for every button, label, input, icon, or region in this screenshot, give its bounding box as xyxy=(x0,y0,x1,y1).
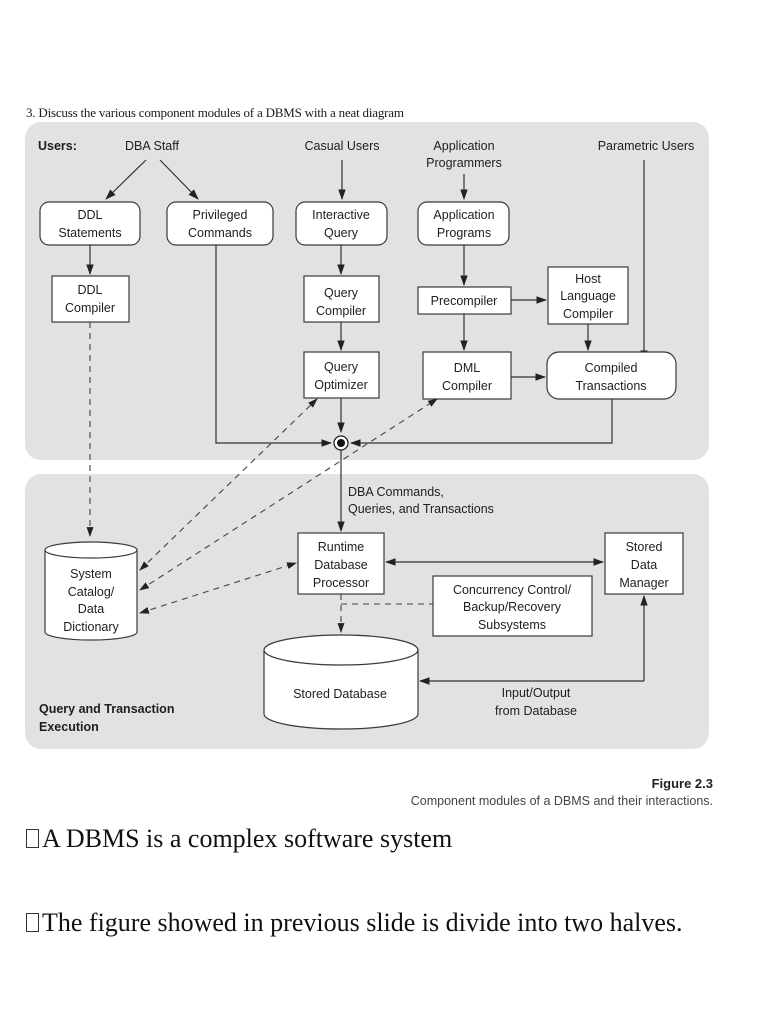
concurrency-control-text-3: Subsystems xyxy=(478,618,546,632)
ddl-compiler-text-2: Compiler xyxy=(65,301,115,315)
bullet-item-1: A DBMS is a complex software system xyxy=(26,821,726,857)
bullet-item-2: The figure showed in previous slide is d… xyxy=(26,905,726,941)
privileged-commands-text-1: Privileged xyxy=(193,208,248,222)
dml-compiler-node xyxy=(422,351,512,400)
interactive-query-text-1: Interactive xyxy=(312,208,370,222)
runtime-db-processor-node xyxy=(297,532,385,595)
runtime-db-processor-text-1: Runtime xyxy=(318,540,365,554)
stored-data-manager-node xyxy=(604,532,684,595)
bottom-section-label-2: Execution xyxy=(39,720,99,734)
bottom-section-label-1: Query and Transaction xyxy=(39,702,174,716)
ddl-compiler-text-1: DDL xyxy=(77,283,102,297)
stored-data-manager-text-3: Manager xyxy=(619,576,668,590)
concurrency-control-text-2: Backup/Recovery xyxy=(463,600,562,614)
io-label-1: Input/Output xyxy=(502,686,571,700)
privileged-commands-text-2: Commands xyxy=(188,226,252,240)
figure-caption: Component modules of a DBMS and their in… xyxy=(410,794,713,808)
system-catalog-text-3: Data xyxy=(78,602,104,616)
stored-database-cylinder xyxy=(263,634,419,730)
dml-compiler-text-2: Compiler xyxy=(442,379,492,393)
io-label-2: from Database xyxy=(495,704,577,718)
host-language-compiler-text-1: Host xyxy=(575,272,601,286)
app-programmers-label-1: Application xyxy=(433,139,494,153)
concurrency-control-node xyxy=(432,575,593,637)
system-catalog-text-4: Dictionary xyxy=(63,620,119,634)
host-language-compiler-text-3: Compiler xyxy=(563,307,613,321)
stored-data-manager-text-1: Stored xyxy=(626,540,663,554)
interactive-query-text-2: Query xyxy=(324,226,359,240)
query-optimizer-text-2: Optimizer xyxy=(314,378,367,392)
app-programmers-label-2: Programmers xyxy=(426,156,502,170)
host-language-compiler-node xyxy=(547,266,629,325)
query-optimizer-text-1: Query xyxy=(324,360,359,374)
question-heading: 3. Discuss the various component modules… xyxy=(26,105,404,120)
system-catalog-text-2: Catalog/ xyxy=(68,585,115,599)
bullet-box-icon xyxy=(26,913,39,932)
concurrency-control-text-1: Concurrency Control/ xyxy=(453,583,572,597)
application-programs-text-2: Programs xyxy=(437,226,491,240)
privileged-commands-node xyxy=(166,201,274,246)
casual-users-label: Casual Users xyxy=(304,139,379,153)
bullet-box-icon xyxy=(26,829,39,848)
bullet-text-1: A DBMS is a complex software system xyxy=(42,824,453,853)
runtime-db-processor-text-2: Database xyxy=(314,558,368,572)
stored-data-manager-text-2: Data xyxy=(631,558,657,572)
application-programs-text-1: Application xyxy=(433,208,494,222)
host-language-compiler-text-2: Language xyxy=(560,289,616,303)
bullet-text-2: The figure showed in previous slide is d… xyxy=(42,908,683,937)
system-catalog-cylinder xyxy=(44,541,138,641)
dba-staff-label: DBA Staff xyxy=(125,139,179,153)
query-optimizer-node xyxy=(303,351,380,399)
compiled-transactions-text-2: Transactions xyxy=(575,379,646,393)
flow-label-2: Queries, and Transactions xyxy=(348,502,494,516)
users-label: Users: xyxy=(38,139,77,153)
query-compiler-text-1: Query xyxy=(324,286,359,300)
ddl-statements-text-1: DDL xyxy=(77,208,102,222)
flow-label-1: DBA Commands, xyxy=(348,485,444,499)
query-compiler-text-2: Compiler xyxy=(316,304,366,318)
ddl-statements-text-2: Statements xyxy=(58,226,121,240)
precompiler-text: Precompiler xyxy=(431,294,498,308)
system-catalog-text-1: System xyxy=(70,567,112,581)
runtime-db-processor-text-3: Processor xyxy=(313,576,369,590)
stored-database-text: Stored Database xyxy=(293,687,387,701)
dml-compiler-text-1: DML xyxy=(454,361,480,375)
figure-number: Figure 2.3 xyxy=(651,776,713,791)
compiled-transactions-text-1: Compiled xyxy=(585,361,638,375)
parametric-users-label: Parametric Users xyxy=(598,139,695,153)
